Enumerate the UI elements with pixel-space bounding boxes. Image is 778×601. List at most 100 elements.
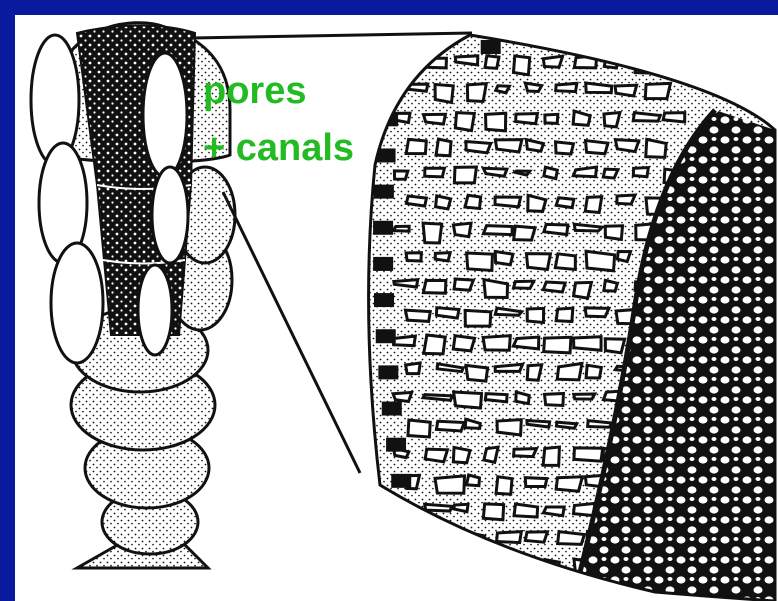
canal-cell [574,224,602,231]
canal-cell [436,308,459,318]
pore-plug [381,76,401,90]
canal-cell [544,224,568,234]
canal-cell [588,421,612,428]
canal-cell [574,337,602,351]
canal-cell [663,113,685,122]
wall-section-block [355,25,778,601]
canal-cell [605,339,624,353]
canal-cell [425,168,445,177]
canal-cell [435,84,453,102]
canal-cell [617,252,630,262]
canal-cell [455,56,478,65]
canal-cell [425,504,452,511]
canal-cell [604,280,618,291]
canal-cell [483,504,503,520]
diagram-panel: pores + canals [15,15,778,601]
canal-cell [527,365,541,380]
canal-cell [574,394,595,399]
pore-plug [374,185,394,199]
canal-cell [544,167,557,178]
canal-cell [605,226,622,240]
canal-cell [665,59,681,72]
canal-cell [617,195,635,204]
canal-cell [406,532,433,548]
pore-plug [373,257,393,271]
canal-cell [646,139,666,157]
pore-plug [382,402,402,416]
canal-cell [526,254,550,270]
aperture-right-3 [138,265,172,355]
canal-cell [405,310,430,321]
pore-plug [378,365,398,379]
canal-cell [496,86,510,93]
canal-cell [406,196,426,206]
canal-cell [423,223,442,243]
canal-cell [527,308,543,322]
canal-cell [497,420,521,435]
canal-cell [516,392,529,404]
canal-cell [543,447,559,465]
canal-cell [436,196,451,209]
canal-cell [394,171,407,179]
canal-cell [544,394,563,406]
canal-cell [527,420,550,427]
canal-cell [394,280,418,287]
canal-cell [495,251,513,264]
canal-cell [586,365,601,378]
canal-cell [514,226,535,240]
canal-cell [484,447,498,462]
canal-cell [513,56,529,75]
canal-cell [514,504,538,517]
canal-cell [558,532,585,545]
canal-cell [453,447,470,462]
canal-cell [465,310,491,326]
canal-cell [485,394,507,402]
canal-cell [466,475,479,486]
canal-cell [585,308,609,317]
canal-cell [495,140,521,152]
canal-cell [423,280,446,293]
canal-cell [406,139,426,153]
canal-cell [556,477,582,491]
canal-cell [615,85,637,96]
canal-cell [556,142,574,154]
canal-cell [574,448,603,461]
canal-cell [436,533,456,540]
canal-cell [633,113,660,121]
canal-cell [423,395,452,401]
canal-cell [424,561,446,567]
canal-cell [528,195,546,211]
canal-cell [406,363,421,374]
pore-plug [391,474,411,488]
canal-cell [633,168,648,177]
canal-cell [454,279,473,290]
canal-cell [484,562,508,569]
pore-plug [376,329,396,343]
canal-cell [543,507,564,516]
canal-cell [436,421,464,431]
canal-cell [453,562,467,576]
aperture-right-2 [152,167,188,263]
canal-cell [393,392,412,401]
canal-cell [435,253,450,261]
canal-cell [586,251,615,271]
canal-cell [525,478,547,487]
canal-cell [453,223,471,237]
canal-cell [645,83,670,98]
canal-cell [466,365,488,381]
canal-cell [454,504,468,511]
canal-cell [525,532,547,542]
pore-plug [397,510,417,524]
canal-cell [467,253,493,270]
canal-cell [455,113,474,131]
canal-cell [557,363,582,379]
canal-cell [406,253,421,261]
canal-cell [485,56,499,69]
canal-cell [393,56,415,70]
canal-cell [574,282,592,298]
canal-cell [423,114,445,124]
canal-cell [545,114,558,123]
canal-cell [408,420,430,437]
canal-cell [543,56,562,67]
